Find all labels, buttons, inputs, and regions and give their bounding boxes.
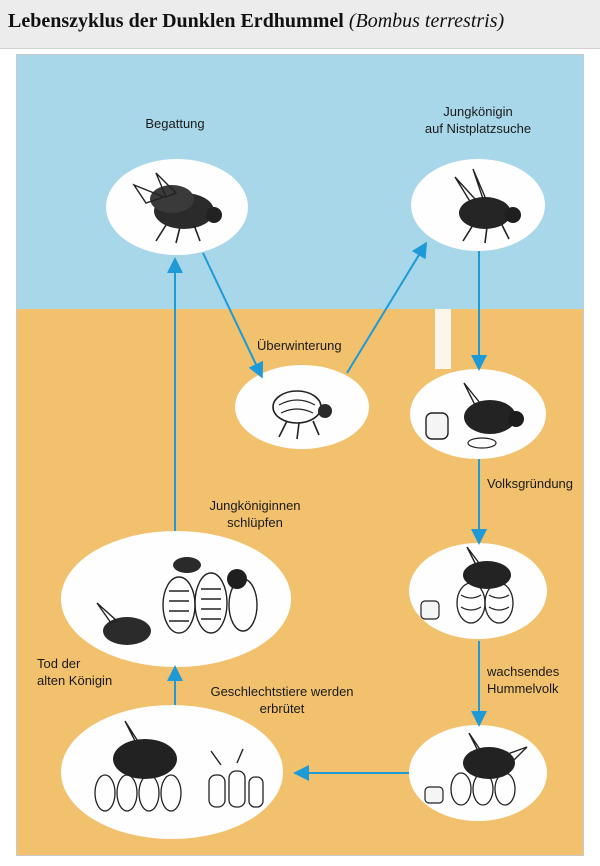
title-scientific-name: (Bombus terrestris)	[349, 10, 504, 32]
label-geschlechtstiere-erbruetet: Geschlechtstiere werden erbrütet	[187, 683, 377, 717]
lifecycle-diagram: Begattung Jungkönigin auf Nistplatzsuche…	[16, 54, 584, 856]
label-jungkoeniginnen-schluepfen: Jungköniginnen schlüpfen	[195, 497, 315, 531]
label-wachsendes-hummelvolk: wachsendes Hummelvolk	[487, 663, 559, 697]
label-ueberwinterung: Überwinterung	[257, 337, 342, 354]
arrow-begattung-to-ueberwinterung	[203, 253, 261, 375]
arrow-ueberwinterung-to-jungkoenigin	[347, 245, 425, 373]
label-begattung: Begattung	[125, 115, 225, 132]
label-volksgruendung: Volksgründung	[487, 475, 573, 492]
label-tod-der-alten-koenigin: Tod der alten Königin	[37, 655, 112, 689]
title-main: Lebenszyklus der Dunklen Erdhummel	[8, 10, 344, 32]
page-title: Lebenszyklus der Dunklen Erdhummel (Bomb…	[8, 10, 504, 33]
label-jungkoenigin-nistplatzsuche: Jungkönigin auf Nistplatzsuche	[413, 103, 543, 137]
title-bar: Lebenszyklus der Dunklen Erdhummel (Bomb…	[0, 0, 600, 49]
cycle-arrows	[17, 55, 583, 855]
